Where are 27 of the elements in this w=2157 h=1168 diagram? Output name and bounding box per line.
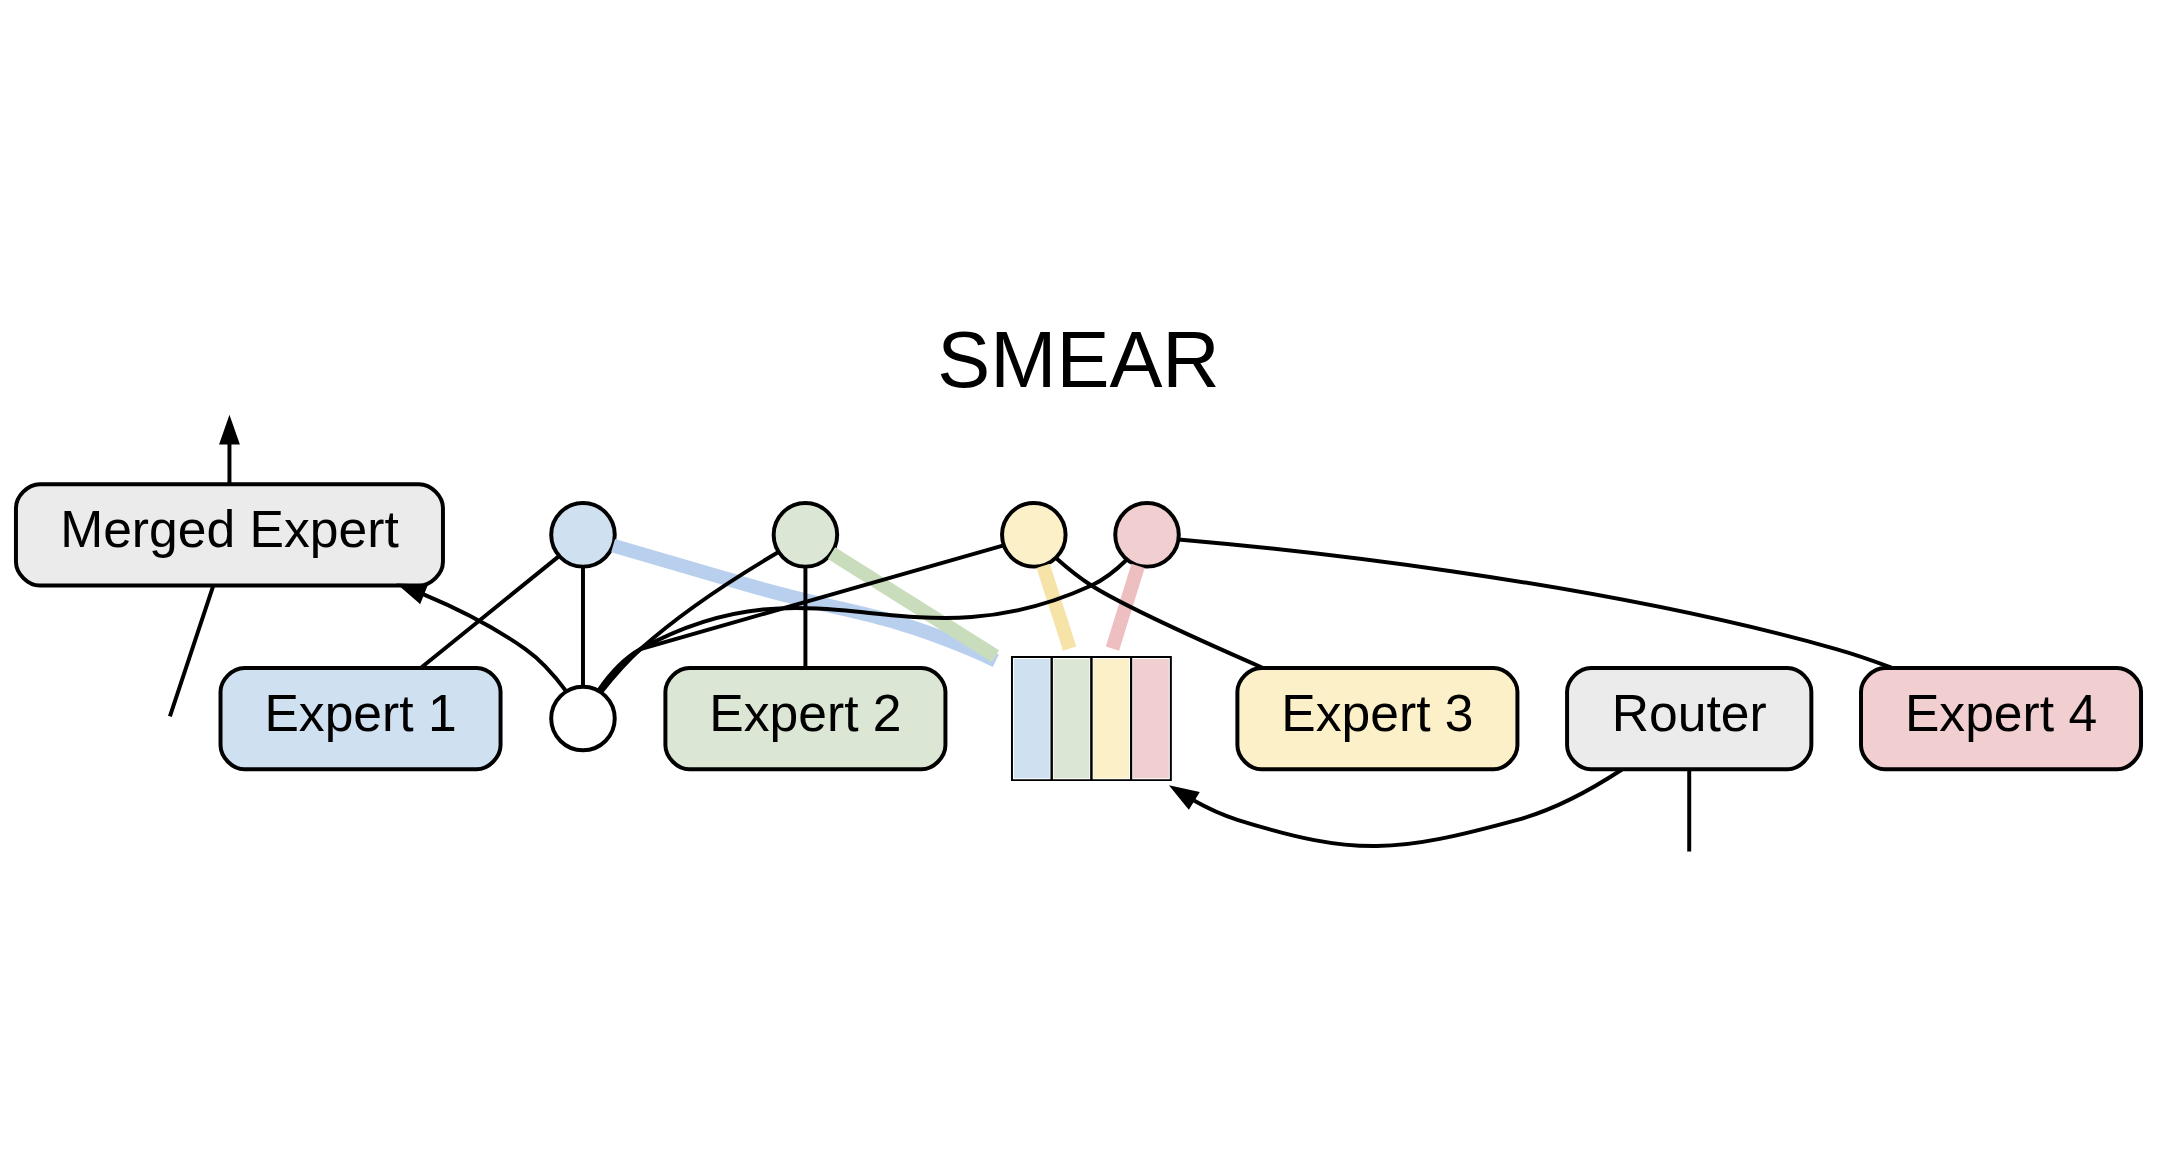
- connector: [1054, 556, 1264, 669]
- node-box: Expert 1: [218, 665, 503, 771]
- node-box: Expert 4: [1859, 665, 2144, 771]
- node-box: Merged Expert: [13, 481, 445, 587]
- node-box: Expert 3: [1235, 665, 1520, 771]
- diagram-title: SMEAR: [937, 314, 1220, 404]
- connector: [803, 566, 808, 667]
- node-circle: [549, 684, 617, 752]
- connector: [420, 554, 560, 669]
- connector: [599, 550, 780, 693]
- node-circle: [1000, 500, 1068, 569]
- connector: [596, 557, 1129, 692]
- connector: [611, 538, 999, 667]
- connector: [1687, 769, 1692, 852]
- node-circle: [771, 500, 840, 569]
- connector: [1105, 563, 1145, 651]
- connector: [1036, 563, 1077, 651]
- connector: [1178, 536, 1893, 669]
- node-box: Expert 2: [663, 665, 948, 771]
- node-box: Router: [1565, 665, 1814, 771]
- node-circle: [1113, 500, 1181, 569]
- node-circle: [549, 500, 617, 569]
- arrow: [219, 414, 240, 484]
- arrow: [396, 582, 568, 692]
- connector: [827, 546, 1000, 662]
- connector: [168, 584, 216, 717]
- connector: [581, 566, 585, 686]
